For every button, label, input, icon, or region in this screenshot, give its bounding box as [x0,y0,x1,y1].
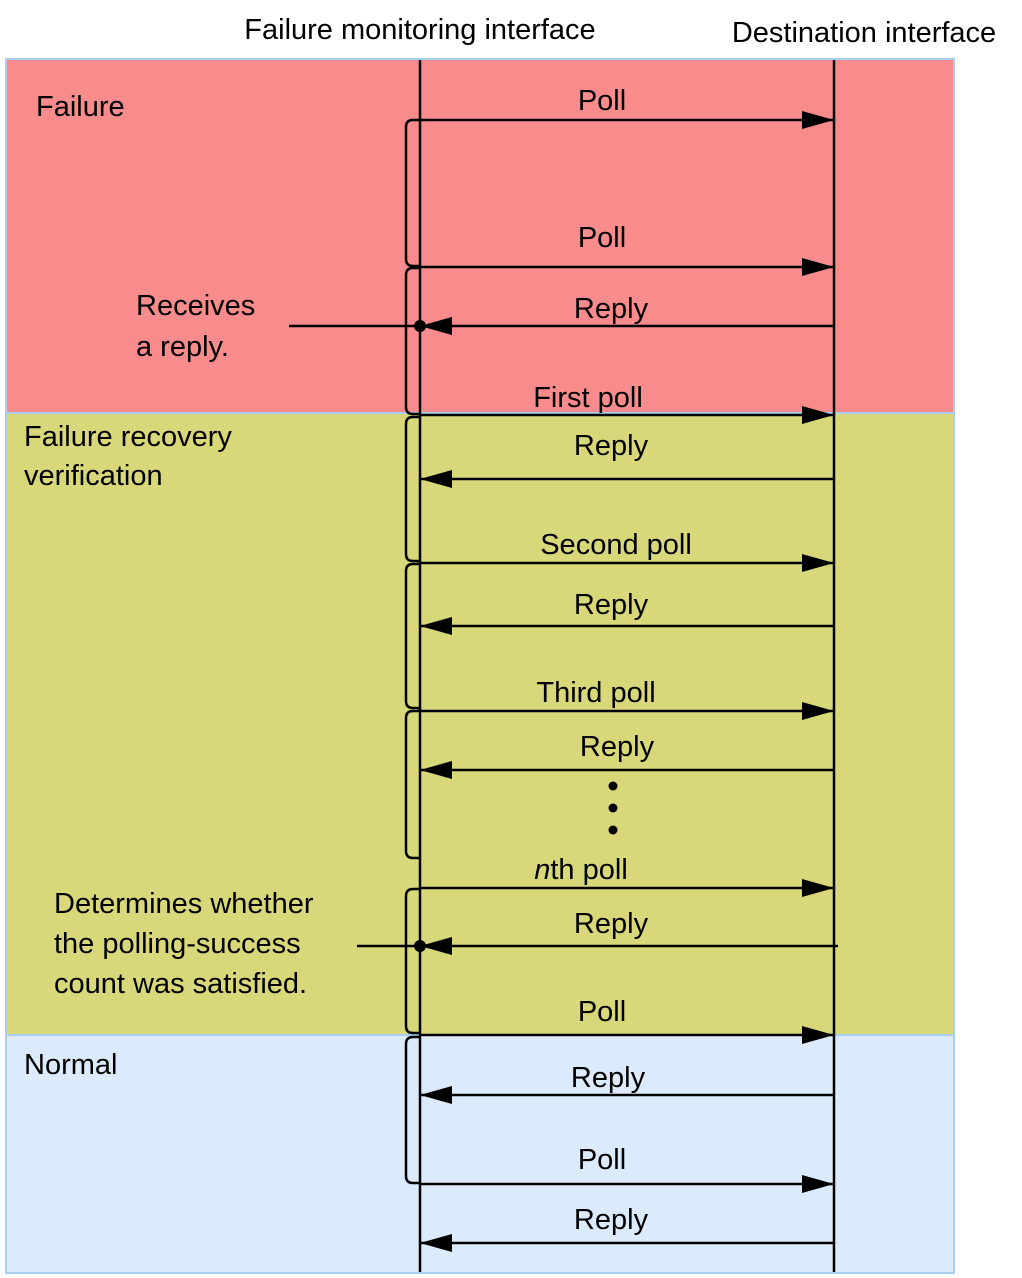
svg-text:First poll: First poll [533,382,643,414]
zone-label-recovery-line2: verification [24,460,163,492]
header-destination-interface: Destination interface [732,17,996,49]
svg-text:Poll: Poll [578,1144,626,1176]
svg-text:Poll: Poll [578,996,626,1028]
zone-label-normal: Normal [24,1049,117,1081]
event-dot [414,940,426,952]
svg-text:Third poll: Third poll [536,677,655,709]
interval-bracket [404,887,420,1035]
annotation-receives-reply: Receives a reply. [136,290,426,363]
msg-poll-2: Poll [420,222,834,276]
zone-label-failure: Failure [36,91,125,123]
msg-reply-1: Reply [420,293,834,335]
svg-text:Reply: Reply [580,731,655,763]
msg-second-poll: Second poll [420,529,834,572]
header-failure-monitoring-interface: Failure monitoring interface [244,14,595,46]
msg-reply-6: Reply [420,1062,834,1104]
interval-bracket [404,709,420,860]
svg-text:Reply: Reply [574,1204,649,1236]
zone-failure-recovery-verification [5,412,955,1036]
interval-bracket [404,118,420,268]
svg-text:Poll: Poll [578,222,626,254]
msg-poll-3: Poll [420,996,834,1044]
svg-text:Reply: Reply [574,908,649,940]
zone-failure [5,58,955,414]
msg-nth-poll: nth poll [420,854,834,897]
msg-reply-5: Reply [420,908,838,955]
svg-text:Receives: Receives [136,290,255,322]
event-dot [414,320,426,332]
svg-text:Second poll: Second poll [540,529,692,561]
msg-reply-7: Reply [420,1204,834,1252]
msg-poll-1: Poll [420,85,834,129]
msg-poll-4: Poll [420,1144,834,1193]
svg-text:Reply: Reply [574,293,649,325]
svg-text:nth poll: nth poll [534,854,628,886]
ellipsis-dots [608,781,618,835]
svg-text:count was satisfied.: count was satisfied. [54,968,307,1000]
msg-reply-2: Reply [420,430,834,488]
interval-bracket [404,562,420,710]
interval-bracket [404,1035,420,1185]
interval-bracket [404,266,420,416]
msg-reply-3: Reply [420,589,834,635]
zone-label-recovery-line1: Failure recovery [24,421,232,453]
svg-text:Reply: Reply [571,1062,646,1094]
msg-first-poll: First poll [420,382,834,424]
msg-third-poll: Third poll [420,677,834,720]
svg-text:a reply.: a reply. [136,331,229,363]
annotation-determines-count: Determines whether the polling-success c… [54,888,426,1000]
interval-bracket [404,415,420,563]
polling-interval-brackets [404,118,420,1185]
svg-text:Determines whether: Determines whether [54,888,314,920]
msg-reply-4: Reply [420,731,834,779]
svg-text:Reply: Reply [574,430,649,462]
svg-text:Poll: Poll [578,85,626,117]
svg-text:Reply: Reply [574,589,649,621]
svg-text:the polling-success: the polling-success [54,928,301,960]
zone-normal [5,1034,955,1274]
